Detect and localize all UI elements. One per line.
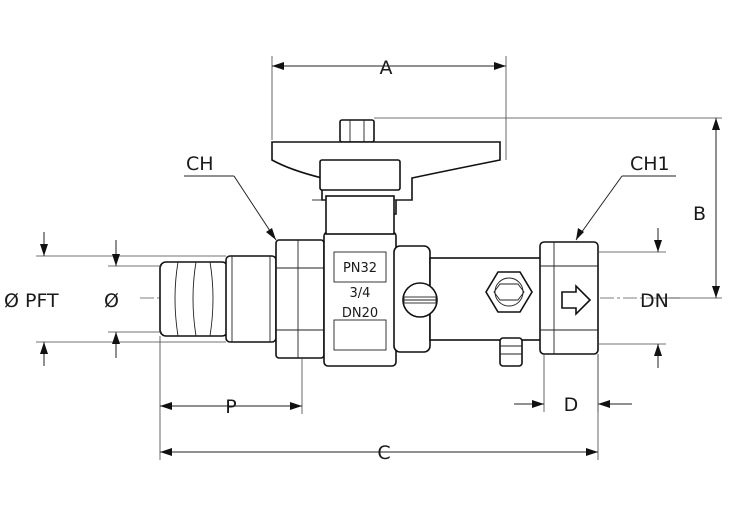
dimension-a: [271, 56, 507, 160]
drain-section: [402, 257, 543, 367]
press-fitting: [159, 255, 277, 343]
label-p: P: [225, 396, 236, 418]
dimension-c: [160, 354, 599, 460]
label-dn: DN: [640, 290, 669, 312]
dimension-diameter-pft: [36, 232, 226, 366]
arrow-right-icon: [561, 284, 592, 316]
dimension-b: [374, 117, 722, 299]
label-diameter: Ø: [104, 290, 119, 312]
label-c: C: [377, 442, 390, 464]
mark-size: 3/4: [350, 286, 371, 301]
mark-nominal: DN20: [342, 306, 378, 321]
mark-pressure: PN32: [343, 261, 377, 276]
dimension-diameter: [108, 240, 162, 358]
label-diameter-pft: Ø PFT: [4, 290, 59, 312]
dimension-p: [159, 336, 303, 460]
label-ch1: CH1: [630, 153, 670, 175]
label-d: D: [564, 394, 579, 416]
label-b: B: [693, 203, 706, 225]
hex-nut-ch: [275, 239, 325, 359]
label-a: A: [380, 57, 393, 79]
dimension-dn: [598, 228, 666, 368]
leader-ch: [184, 175, 277, 241]
leader-ch1: [575, 175, 676, 241]
label-ch: CH: [186, 153, 214, 175]
butterfly-handle: [271, 119, 501, 235]
